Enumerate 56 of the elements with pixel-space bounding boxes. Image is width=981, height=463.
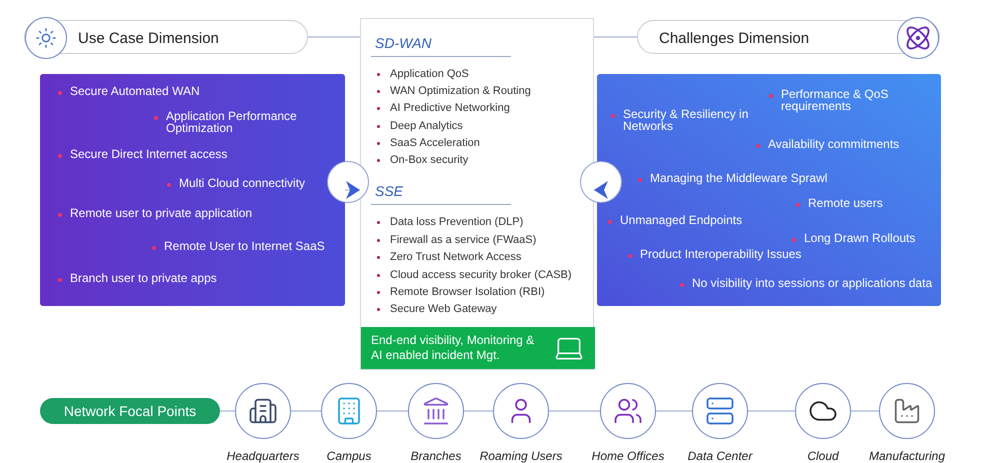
challenges-panel <box>597 74 941 306</box>
pill-label: Network Focal Points <box>64 402 196 420</box>
list-item: Performance & QoS requirements <box>781 88 890 112</box>
list-item: Product Interoperability Issues <box>640 248 802 260</box>
connector-line <box>377 410 408 412</box>
list-item: Remote users <box>808 197 883 209</box>
list-item: Branch user to private apps <box>70 272 217 284</box>
connector-line <box>748 410 795 412</box>
focal-point-label: Roaming Users <box>478 448 564 463</box>
list-item: Remote user to private application <box>70 207 252 219</box>
list-item: Multi Cloud connectivity <box>179 177 306 189</box>
focal-point-label: Manufacturing <box>868 448 946 463</box>
list-item: Remote User to Internet SaaS <box>164 240 325 252</box>
list-item: SaaS Acceleration <box>390 136 480 150</box>
solution-card <box>360 18 594 370</box>
visibility-banner <box>361 327 595 369</box>
connector-line <box>656 410 692 412</box>
focal-points-pill <box>40 398 220 424</box>
list-item: Deep Analytics <box>390 119 463 133</box>
list-item: WAN Optimization & Routing <box>390 84 531 98</box>
list-item: Availability commitments <box>768 138 900 150</box>
connector-line <box>308 36 360 38</box>
section-heading: SD-WAN <box>374 34 433 53</box>
use-case-panel <box>40 74 345 306</box>
list-item: Secure Web Gateway <box>390 302 497 316</box>
pill-label: Challenges Dimension <box>659 29 810 49</box>
list-item: Remote Browser Isolation (RBI) <box>390 285 545 299</box>
list-item: Secure Direct Internet access <box>70 148 228 160</box>
list-item: On-Box security <box>390 153 468 167</box>
connector-line <box>851 410 879 412</box>
section-heading: SSE <box>374 182 404 201</box>
focal-point-label: Home Offices <box>590 448 666 463</box>
focal-point-label: Data Center <box>686 448 754 463</box>
list-item: AI Predictive Networking <box>390 101 510 115</box>
direction-chevron-arrow <box>344 181 360 199</box>
connector-line <box>291 410 321 412</box>
list-item: Managing the Middleware Sprawl <box>650 172 828 184</box>
pill-label: Use Case Dimension <box>78 29 219 49</box>
focal-point-label: Headquarters <box>226 448 300 463</box>
list-item: Zero Trust Network Access <box>390 250 522 264</box>
list-item: Secure Automated WAN <box>70 85 200 97</box>
list-item: Security & Resiliency in Networks <box>623 108 750 132</box>
list-item: Unmanaged Endpoints <box>620 214 742 226</box>
connector-line <box>220 410 235 412</box>
connector-line <box>464 410 493 412</box>
connector-line <box>549 410 600 412</box>
list-item: Long Drawn Rollouts <box>804 232 916 244</box>
list-item: Cloud access security broker (CASB) <box>390 268 572 282</box>
list-item: Firewall as a service (FWaaS) <box>390 233 536 247</box>
list-item: Data loss Prevention (DLP) <box>390 215 524 229</box>
list-item: Application QoS <box>390 67 469 81</box>
list-item: No visibility into sessions or applications data <box>692 277 932 289</box>
banner-text: End-end visibility, Monitoring & AI enabled incident Mgt. <box>371 333 536 363</box>
list-item: Application Performance Optimization <box>166 110 298 134</box>
connector-line <box>594 36 637 38</box>
direction-chevron-arrow <box>594 181 608 199</box>
